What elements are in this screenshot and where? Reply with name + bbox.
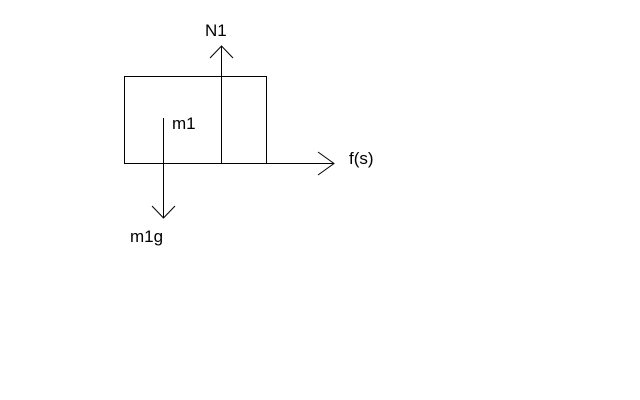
- weight-arrow: [151, 118, 176, 219]
- block-m1: [124, 76, 267, 164]
- block-label: m1: [172, 114, 196, 133]
- friction-label: f(s): [349, 149, 374, 168]
- normal-force-arrow: [209, 45, 234, 164]
- normal-force-label: N1: [205, 21, 227, 40]
- weight-label: m1g: [130, 227, 163, 246]
- friction-arrow: [266, 151, 335, 176]
